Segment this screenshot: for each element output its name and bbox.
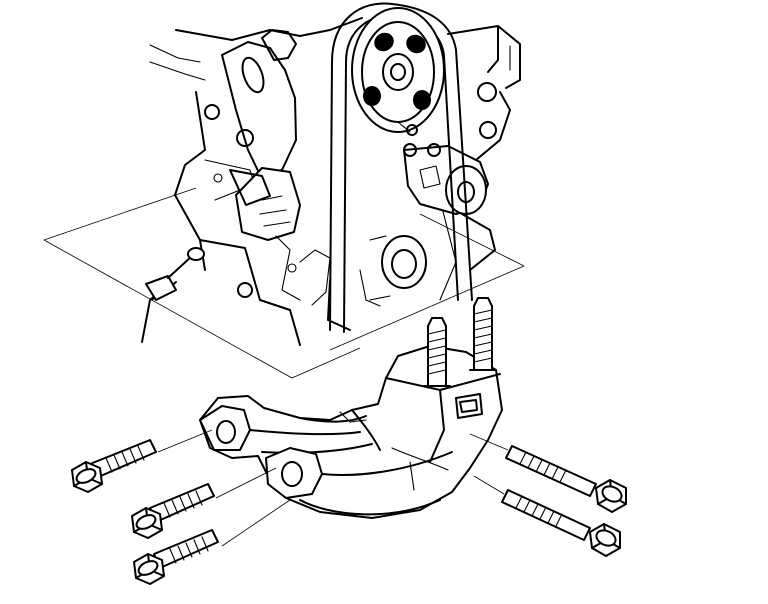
bolt-right-bottom <box>501 489 621 557</box>
bolt-left-bottom <box>133 529 219 585</box>
engine-block <box>149 17 521 346</box>
bolt-left-middle <box>131 483 215 539</box>
water-pump-pulley <box>351 7 445 136</box>
mounting-bracket <box>199 345 503 519</box>
reference-plane <box>43 187 525 379</box>
leader-lines <box>157 429 509 547</box>
stud-right <box>469 297 497 371</box>
stud-left <box>423 317 451 387</box>
bolt-right-top <box>505 445 627 513</box>
bolt-left-top <box>71 439 157 493</box>
dipstick-tube <box>141 247 205 343</box>
